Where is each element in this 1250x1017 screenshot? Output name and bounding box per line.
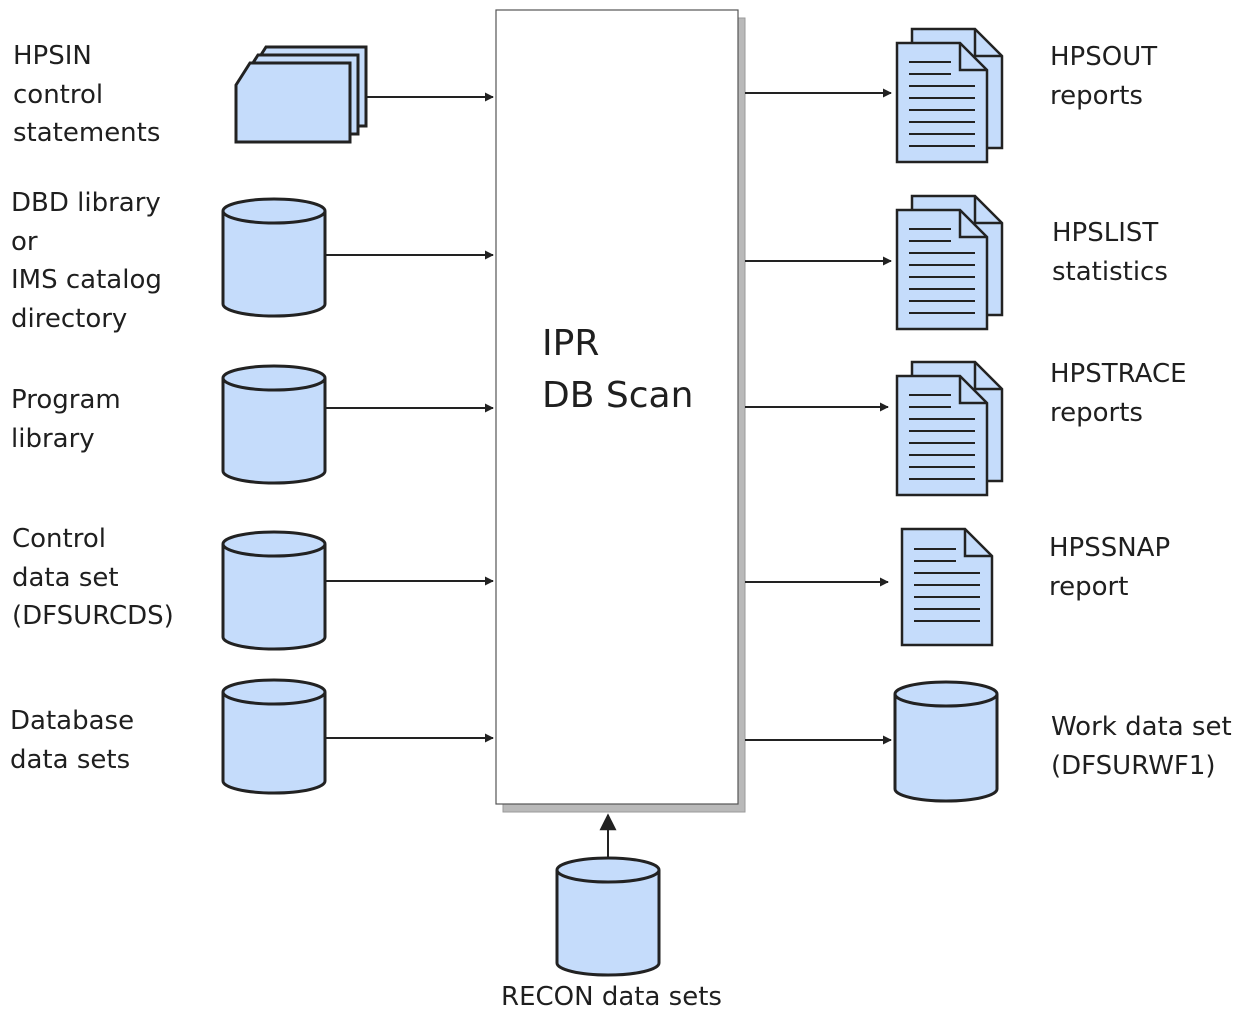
stacked-documents-icon <box>895 194 1004 331</box>
database-cylinder-icon <box>221 678 327 795</box>
output-label-work-data-set: Work data set (DFSURWF1) <box>1051 712 1232 781</box>
database-cylinder-icon <box>221 364 327 485</box>
database-cylinder-icon <box>221 530 327 651</box>
process-title-line2: DB Scan <box>542 375 694 416</box>
input-label-control-data-set: Control data set (DFSURCDS) <box>12 524 174 631</box>
process-title-line1: IPR <box>542 323 600 364</box>
input-label-dbd-library: DBD library or IMS catalog directory <box>11 188 162 334</box>
database-cylinder-icon <box>555 856 661 977</box>
stacked-documents-icon <box>895 27 1004 164</box>
recon-label: RECON data sets <box>501 982 722 1012</box>
card-deck-icon <box>234 45 368 144</box>
output-label-hpstrace: HPSTRACE reports <box>1050 359 1187 428</box>
output-label-hpssnap: HPSSNAP report <box>1049 533 1171 602</box>
database-cylinder-icon <box>221 197 327 318</box>
input-label-database-data-sets: Database data sets <box>10 706 135 775</box>
output-label-hpslist: HPSLIST statistics <box>1052 218 1168 287</box>
stacked-documents-icon <box>895 360 1004 497</box>
input-label-hpsin: HPSIN control statements <box>13 41 161 148</box>
process-title: IPR DB Scan <box>542 318 693 422</box>
input-label-program-library: Program library <box>11 385 121 454</box>
database-cylinder-icon <box>893 680 999 803</box>
document-icon <box>900 527 994 647</box>
process-box <box>495 9 746 813</box>
output-label-hpsout: HPSOUT reports <box>1050 42 1158 111</box>
